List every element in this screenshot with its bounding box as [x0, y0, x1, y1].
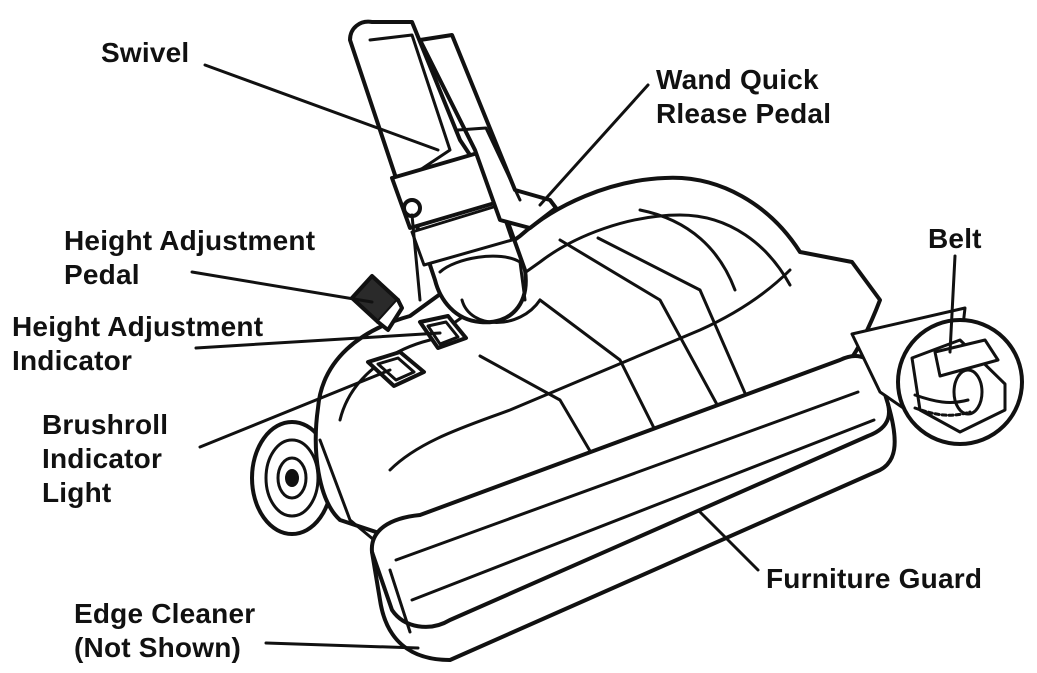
height-indicator-leader	[194, 331, 442, 350]
belt-leader	[948, 254, 957, 354]
belt-inset	[850, 306, 1024, 446]
brushroll-leader	[198, 368, 392, 449]
label-height-adjustment-pedal: Height Adjustment Pedal	[64, 225, 316, 290]
front-bumper	[369, 354, 897, 662]
wand-release-leader	[538, 83, 650, 207]
wand-release-pedal	[418, 33, 558, 230]
label-swivel: Swivel	[101, 37, 190, 68]
label-brushroll-indicator-light: Brushroll Indicator Light	[42, 409, 169, 508]
height-pedal-leader	[190, 270, 374, 304]
label-wand-quick-release-pedal: Wand Quick Rlease Pedal	[656, 64, 832, 129]
height-pedal	[350, 274, 404, 332]
swivel-neck	[348, 19, 542, 325]
label-edge-cleaner: Edge Cleaner (Not Shown)	[74, 598, 256, 663]
indicator-windows	[366, 314, 468, 388]
edge-cleaner-leader	[264, 641, 420, 650]
label-height-adjustment-indicator: Height Adjustment Indicator	[12, 311, 264, 376]
label-belt: Belt	[928, 223, 982, 254]
swivel-leader	[203, 63, 440, 152]
furniture-guard-leader	[698, 510, 760, 572]
label-furniture-guard: Furniture Guard	[766, 563, 983, 594]
